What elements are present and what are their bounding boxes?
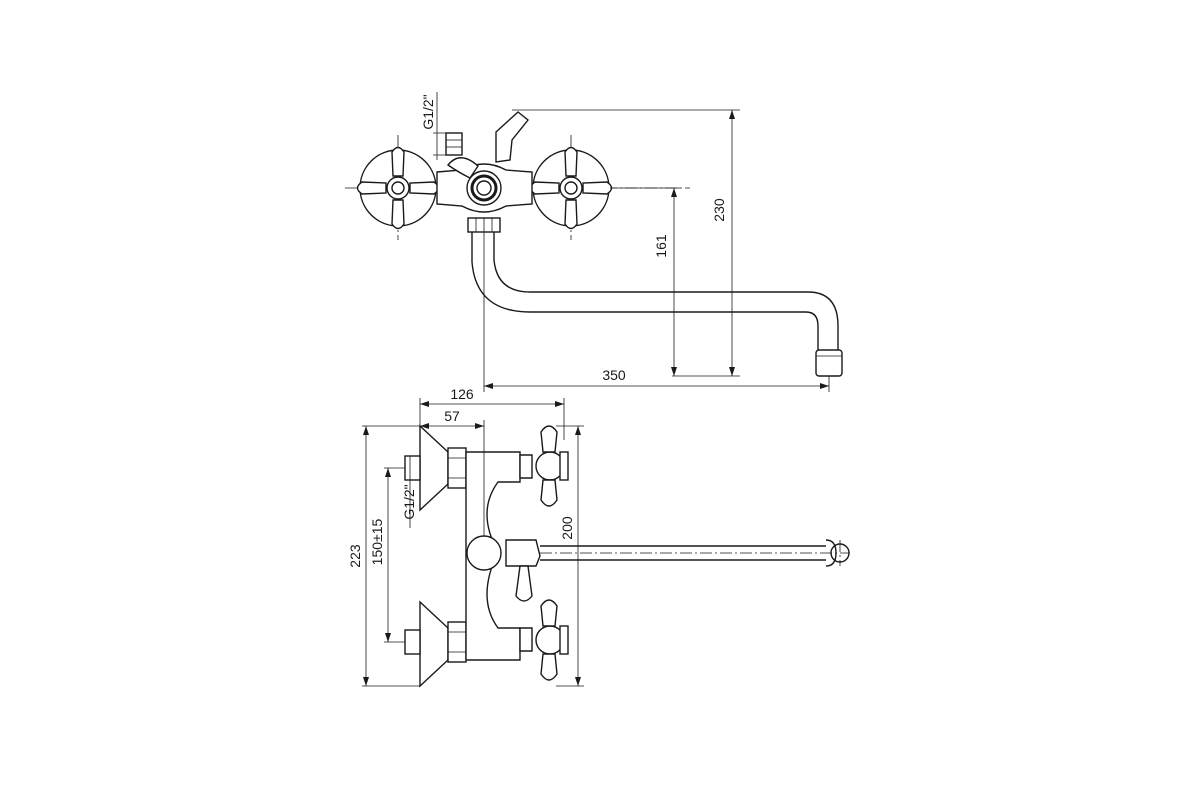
lower-wall-flange xyxy=(419,600,449,688)
spout-outer xyxy=(471,232,819,352)
upper-handle-arm-top xyxy=(540,425,558,453)
front-view: G1/2" 230 161 350 xyxy=(345,92,843,392)
side-view: 223 150±15 G1/2" 126 57 200 xyxy=(347,386,850,688)
handle-height-label: 200 xyxy=(559,516,575,540)
lower-handle-arm-top xyxy=(540,599,558,627)
depth-total-label: 126 xyxy=(450,386,474,402)
lower-nut xyxy=(447,621,467,663)
side-height-label: 223 xyxy=(347,544,363,568)
depth-body-label: 57 xyxy=(444,408,460,424)
diverter-lever xyxy=(446,157,479,179)
upper-wall-flange xyxy=(419,424,449,512)
spout-reach-label: 350 xyxy=(602,367,626,383)
aerator xyxy=(815,349,843,377)
right-cross-handle xyxy=(529,146,613,230)
spout-collar xyxy=(505,539,541,567)
height-outlet-label: 161 xyxy=(653,234,669,258)
side-diverter-knob xyxy=(466,535,502,571)
front-thread-label: G1/2" xyxy=(420,94,436,129)
left-cross-handle xyxy=(356,146,440,230)
upper-inlet-nipple xyxy=(404,455,421,481)
side-thread-label: G1/2" xyxy=(401,484,417,519)
side-diverter-lever xyxy=(515,565,533,602)
lower-inlet-nipple xyxy=(404,629,421,655)
eccentric-label: 150±15 xyxy=(369,518,385,565)
height-total-label: 230 xyxy=(711,198,727,222)
shower-switch xyxy=(495,111,529,163)
upper-nut xyxy=(447,447,467,489)
shower-outlet xyxy=(445,132,463,156)
